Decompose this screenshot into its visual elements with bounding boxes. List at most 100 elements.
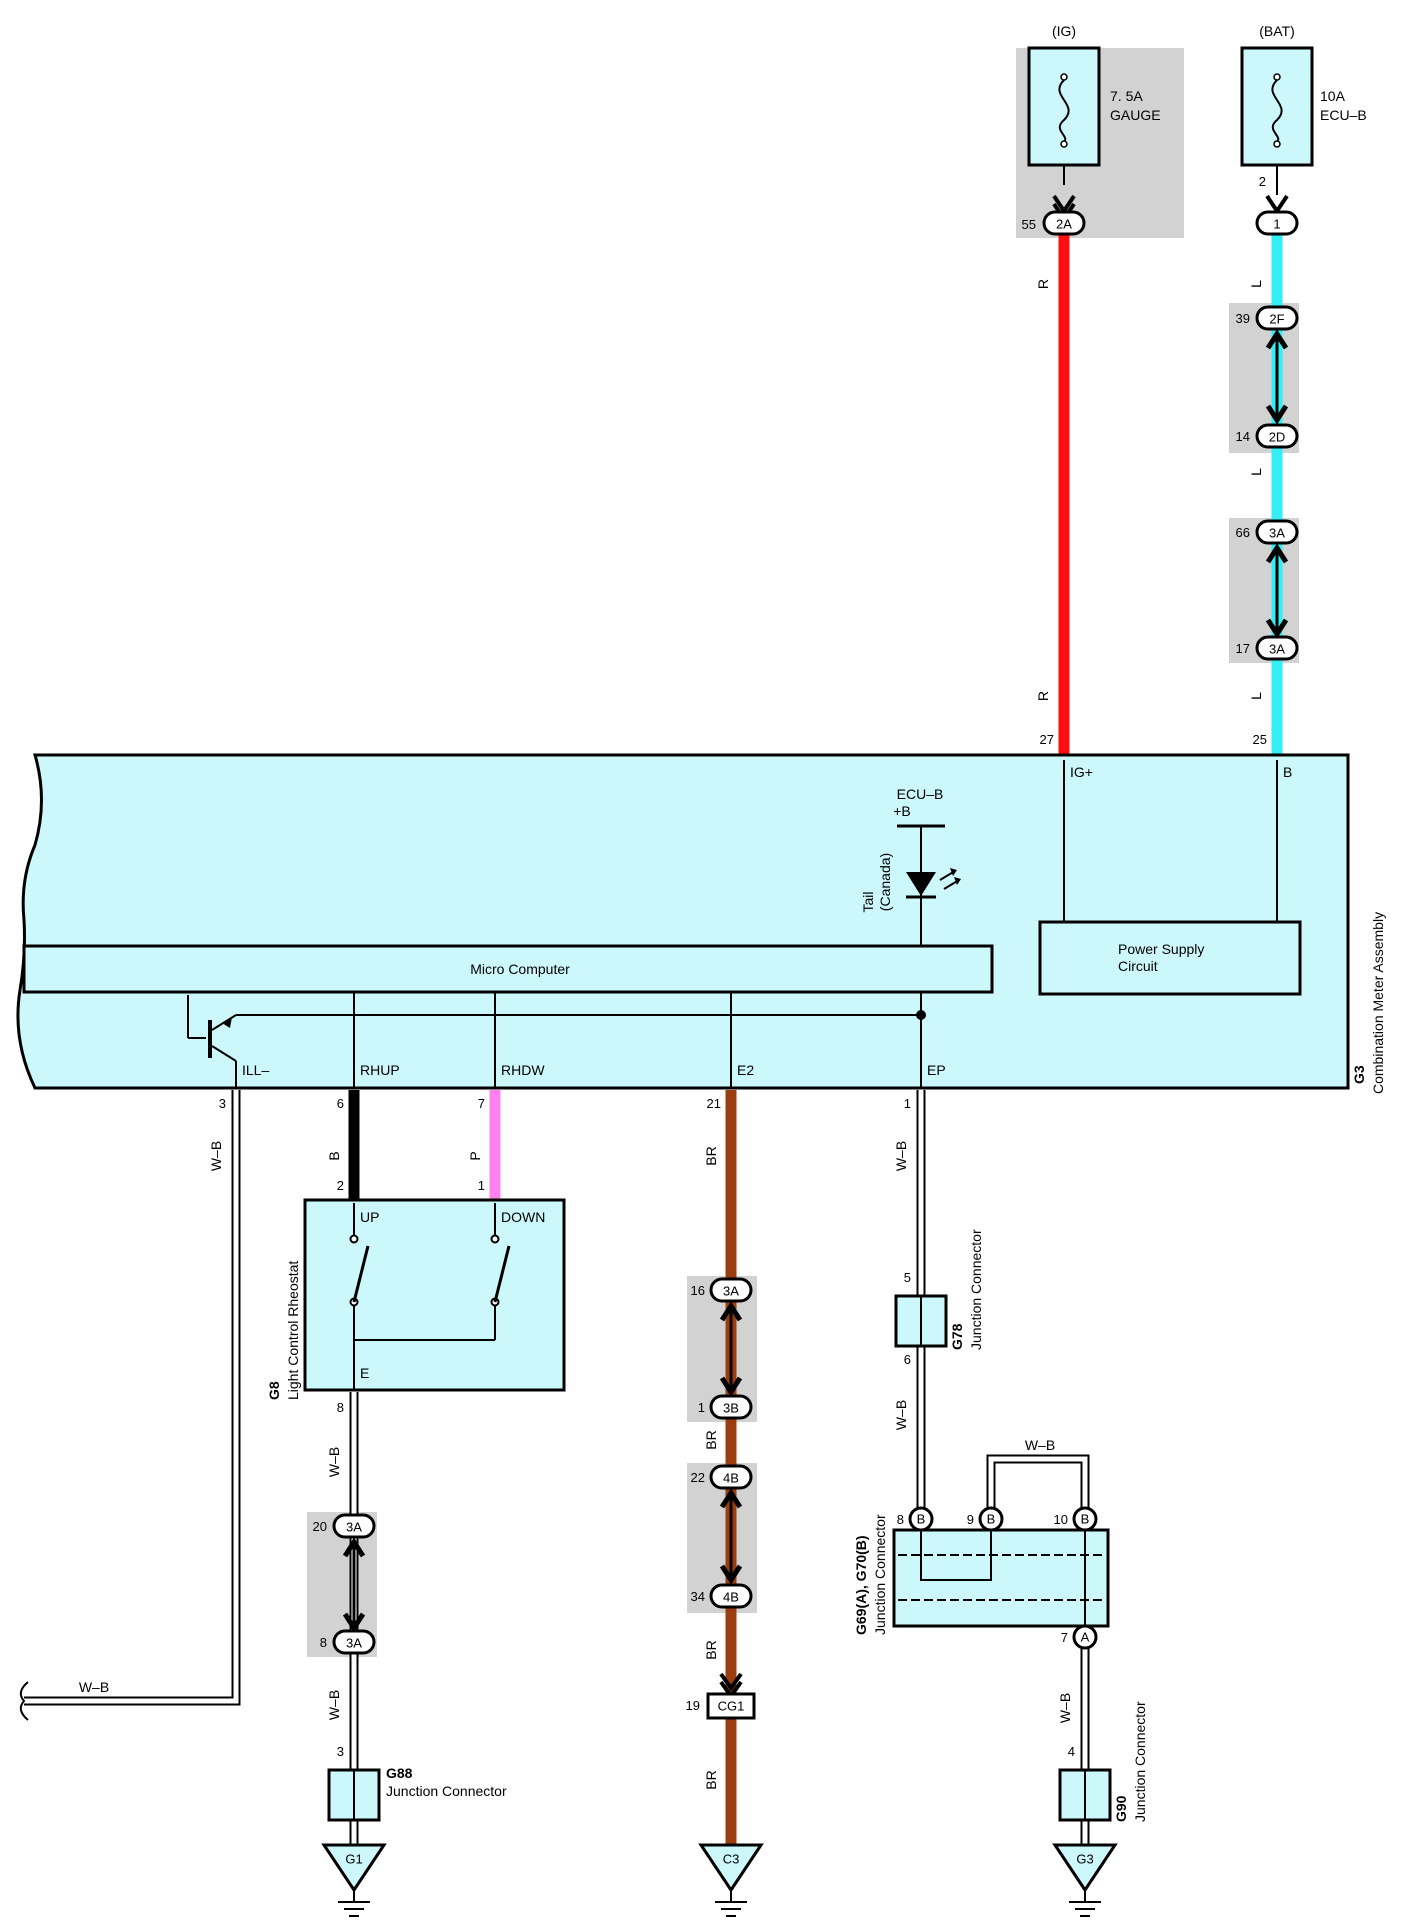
fuse-bat-label: (BAT) (1259, 23, 1295, 39)
fuse-bat-pin: 2 (1259, 174, 1266, 189)
g69-name: Junction Connector (872, 1514, 888, 1635)
plusb-label: +B (893, 803, 911, 819)
g88-code: G88 (386, 1765, 413, 1781)
connector-3a-17: 3A (1255, 635, 1299, 661)
pin-label-rhup: RHUP (360, 1062, 400, 1078)
svg-text:3B: 3B (723, 1401, 739, 1416)
transistor-icon (187, 995, 921, 1088)
g70-pin-8: 8 (897, 1512, 904, 1527)
fuse-bat-rating: 10A (1320, 88, 1346, 104)
rheostat-name: Light Control Rheostat (285, 1261, 301, 1400)
pin-label-ep: EP (927, 1062, 946, 1078)
wire-label-l-2: L (1248, 468, 1264, 476)
rheostat-up-label: UP (360, 1209, 379, 1225)
ground-g1: G1 (321, 1843, 387, 1917)
micro-computer (22, 944, 994, 994)
wire-label-wb-ill: W–B (208, 1141, 224, 1171)
pin-6: 6 (337, 1096, 344, 1111)
wire-wb-jumper (986, 1454, 1090, 1513)
fuse-ig-label: (IG) (1052, 23, 1076, 39)
svg-text:3A: 3A (1269, 526, 1285, 541)
combination-meter-body (16, 753, 1350, 1090)
power-supply-circuit (1038, 920, 1302, 996)
connector-3a-16: 3A (709, 1277, 753, 1303)
led-icon (906, 868, 961, 899)
g88-name: Junction Connector (386, 1783, 507, 1799)
connector-4b-22: 4B (709, 1464, 753, 1490)
svg-text:4B: 4B (723, 1590, 739, 1605)
meter-name: Combination Meter Assembly (1370, 912, 1386, 1094)
g90-pin: 4 (1068, 1744, 1075, 1759)
connector-3a-8: 3A (332, 1629, 376, 1655)
connector-3a-20: 3A (332, 1513, 376, 1539)
wire-label-wb-jumper: W–B (1025, 1437, 1055, 1453)
pin-14: 14 (1236, 429, 1250, 444)
wire-label-wb-ep: W–B (893, 1141, 909, 1171)
svg-text:B: B (1081, 1512, 1090, 1527)
rheostat-pin-1: 1 (478, 1178, 485, 1193)
svg-text:1: 1 (1273, 217, 1280, 232)
wire-break-mark (19, 1681, 29, 1721)
g78-pin-6: 6 (904, 1352, 911, 1367)
light-control-rheostat (303, 1198, 566, 1392)
g69-pin-7: 7 (1061, 1630, 1068, 1645)
svg-text:3A: 3A (723, 1284, 739, 1299)
tail-label: Tail (860, 891, 876, 912)
svg-text:4B: 4B (723, 1471, 739, 1486)
fuse-ecu-b (1240, 46, 1314, 195)
g78-code: G78 (949, 1323, 965, 1350)
wire-label-l-1: L (1248, 280, 1264, 288)
wire-label-wb-g90: W–B (1057, 1693, 1073, 1723)
g90-code: G90 (1113, 1795, 1129, 1822)
svg-text:2F: 2F (1269, 312, 1284, 327)
g70-pin-10: 10 (1054, 1512, 1068, 1527)
connector-cg1: CG1 (706, 1692, 756, 1720)
pin-1-ep: 1 (904, 1096, 911, 1111)
wire-label-br-1: BR (703, 1146, 719, 1165)
meter-code: G3 (1351, 1065, 1367, 1084)
double-arrow-3a-3a-lower (342, 1537, 366, 1633)
pin-27: 27 (1040, 732, 1054, 747)
pin-3: 3 (219, 1096, 226, 1111)
wire-label-b: B (326, 1151, 342, 1160)
wire-label-wb-g88: W–B (326, 1690, 342, 1720)
connector-2f: 2F (1255, 305, 1299, 331)
pin-66: 66 (1236, 525, 1250, 540)
power-supply-line1: Power Supply (1118, 941, 1204, 957)
ground-g3: G3 (1052, 1843, 1118, 1917)
wire-wb-ill (24, 1090, 241, 1706)
fuse-ig-rating: 7. 5A (1110, 88, 1143, 104)
pin-16: 16 (691, 1283, 705, 1298)
power-supply-line2: Circuit (1118, 958, 1158, 974)
rheostat-code: G8 (266, 1381, 282, 1400)
wire-label-wb-g78: W–B (893, 1400, 909, 1430)
pin-39: 39 (1236, 311, 1250, 326)
wire-label-wb-ill-horizontal: W–B (79, 1679, 109, 1695)
svg-text:3A: 3A (346, 1520, 362, 1535)
svg-text:2A: 2A (1056, 217, 1072, 232)
g88-pin: 3 (337, 1744, 344, 1759)
pin-label-ig-plus: IG+ (1070, 764, 1093, 780)
fuse-bat-name: ECU–B (1320, 107, 1367, 123)
tail-canada-label: (Canada) (877, 853, 893, 911)
svg-text:B: B (987, 1512, 996, 1527)
wire-label-br-2: BR (703, 1430, 719, 1449)
rheostat-down-label: DOWN (501, 1209, 545, 1225)
pin-8-3a: 8 (320, 1635, 327, 1650)
double-arrow-2f-2d (1265, 329, 1289, 425)
wire-label-wb-rheo: W–B (326, 1447, 342, 1477)
pin-label-rhdw: RHDW (501, 1062, 545, 1078)
svg-text:2D: 2D (1269, 430, 1286, 445)
pin-20: 20 (313, 1519, 327, 1534)
g69-internal-lines (898, 1530, 1104, 1626)
double-arrow-4b-4b (719, 1488, 743, 1585)
micro-computer-label: Micro Computer (470, 961, 570, 977)
g78-pin-5: 5 (904, 1270, 911, 1285)
connector-2d: 2D (1255, 423, 1299, 449)
wire-label-p: P (467, 1151, 483, 1160)
rheostat-pin-8: 8 (337, 1400, 344, 1415)
pin-55: 55 (1022, 217, 1036, 232)
fuse-gauge (1027, 46, 1101, 185)
pin-19: 19 (686, 1698, 700, 1713)
ecub-label: ECU–B (897, 786, 944, 802)
